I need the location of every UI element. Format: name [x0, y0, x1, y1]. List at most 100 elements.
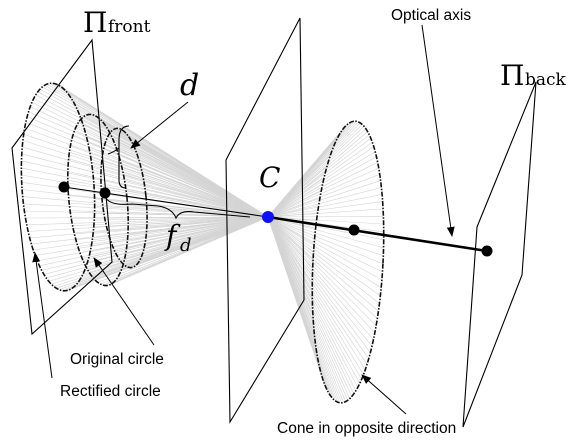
back-cone-line — [267, 216, 315, 237]
back-cone-line — [267, 216, 370, 359]
back-cone-line — [267, 126, 365, 218]
opposite-cone-ellipse — [311, 120, 385, 404]
back-cone-line — [267, 134, 370, 218]
front-inner-cone-line — [79, 216, 269, 253]
back-cone-line — [267, 216, 313, 308]
original-circle-pointer — [93, 257, 155, 346]
back-cone-line — [267, 162, 378, 218]
back-cone-line — [267, 216, 315, 337]
back-cone-line — [267, 216, 315, 330]
front-inner-cone-line — [100, 216, 269, 285]
optical-axis-label: Optical axis — [391, 7, 471, 24]
front-cone-line — [91, 162, 269, 218]
back-cone-line — [267, 146, 374, 218]
front-inner-cone-line — [89, 216, 269, 274]
front-inner-cone-line — [94, 216, 269, 281]
front-cone-line — [69, 95, 269, 218]
back-cone-line — [267, 216, 384, 218]
back-cone-line — [267, 216, 313, 293]
front-inner-cone-line — [75, 216, 269, 241]
front-inner-cone-line — [67, 172, 269, 218]
front-inner-cone-line — [124, 181, 269, 218]
front-inner-cone-line — [102, 216, 269, 286]
back-cone-line — [267, 187, 382, 218]
front-inner-cone-line — [69, 151, 269, 218]
back-cone-line — [267, 216, 313, 285]
back-plane-point — [481, 245, 493, 257]
front-plane-point — [58, 181, 70, 193]
original-circle-center-point — [99, 187, 111, 199]
front-cone-line — [26, 216, 269, 226]
front-inner-cone-line — [127, 216, 269, 242]
back-cone-line — [267, 216, 376, 334]
back-image-plane — [462, 81, 537, 428]
back-cone-line — [267, 216, 381, 296]
back-axis-segment — [267, 215, 488, 253]
front-cone-line — [71, 99, 269, 218]
front-inner-cone-line — [74, 216, 269, 234]
d-bracket-tip — [107, 147, 120, 155]
cone-opposite-label: Cone in opposite direction — [277, 420, 456, 437]
front-inner-cone-line — [117, 153, 269, 218]
rectified-circle-ellipse — [20, 82, 96, 292]
d-label: d — [180, 68, 199, 103]
back-cone-line — [267, 216, 315, 245]
front-inner-cone-line — [121, 166, 269, 218]
back-cone-lines — [267, 120, 384, 403]
back-cone-line — [267, 216, 362, 380]
front-inner-cone-line — [115, 147, 269, 218]
back-cone-line — [267, 216, 314, 261]
front-cone-outer-lines — [21, 82, 269, 292]
back-cone-line — [267, 124, 363, 218]
inner-circle-ellipse — [100, 127, 148, 269]
back-cone-line — [267, 180, 381, 218]
back-cone-line — [267, 216, 384, 257]
front-inner-cone-line — [77, 216, 269, 247]
back-cone-line — [267, 121, 359, 218]
opposite-cone-pointer — [361, 374, 407, 415]
optical-axis-pointer — [421, 24, 455, 237]
rectified-circle-label: Rectified circle — [60, 383, 161, 400]
back-cone-line — [267, 138, 371, 218]
front-inner-cone-line — [74, 130, 269, 218]
front-inner-cone-line — [76, 125, 269, 218]
front-cone-line — [28, 216, 269, 232]
original-circle-ellipse — [66, 113, 130, 287]
front-inner-cone-line — [84, 216, 269, 265]
back-cone-line — [267, 216, 383, 281]
back-cone-line — [267, 131, 368, 218]
back-cone-line — [267, 216, 383, 273]
pi-front-subscript: front — [108, 17, 151, 37]
back-cone-line — [267, 216, 313, 301]
front-image-plane — [11, 38, 113, 336]
front-inner-cone-line — [128, 216, 269, 221]
front-inner-cone-line — [127, 204, 269, 218]
pi-back-symbol: Π — [500, 59, 524, 92]
back-cone-line — [267, 216, 384, 225]
axis-point — [348, 224, 360, 236]
front-inner-cone-line — [72, 216, 269, 226]
front-cone-line — [41, 216, 269, 271]
front-inner-cone-line — [119, 159, 269, 218]
back-cone-line — [267, 216, 360, 384]
back-cone-line — [267, 216, 314, 316]
back-cone-line — [267, 156, 377, 218]
back-cone-line — [267, 201, 383, 218]
front-inner-cone-line — [86, 216, 269, 270]
front-axis-segment — [63, 186, 269, 218]
front-inner-cone-line — [125, 189, 269, 218]
back-cone-line — [267, 216, 377, 327]
front-cone-inner-lines — [67, 114, 269, 286]
front-inner-cone-line — [103, 122, 269, 218]
pi-front-symbol: Π — [83, 6, 107, 39]
front-cone-line — [33, 216, 269, 251]
front-inner-cone-line — [82, 216, 269, 259]
camera-center-label: C — [259, 161, 280, 194]
back-cone-line — [267, 174, 380, 218]
back-cone-line — [267, 216, 314, 253]
back-cone-line — [267, 216, 364, 375]
back-cone-line — [267, 216, 313, 277]
d-pointer — [130, 101, 189, 149]
pi-back-subscript: back — [525, 70, 567, 90]
back-cone-line — [267, 151, 376, 218]
